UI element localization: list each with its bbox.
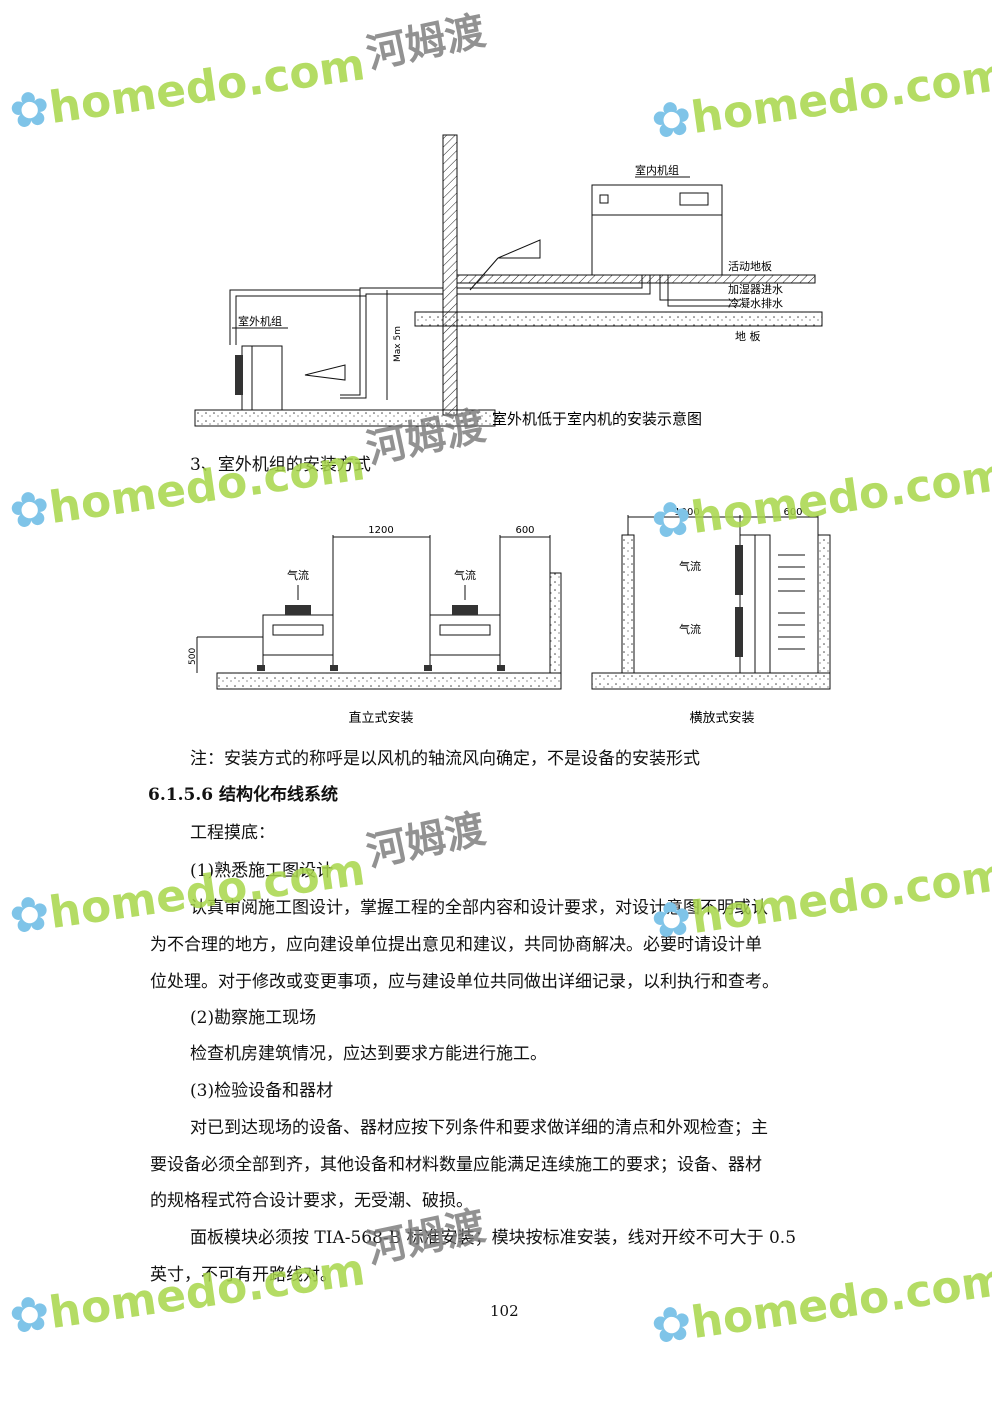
para4-line1: 面板模块必须按 TIA-568-B 标准安装；模块按标准安装，线对开绞不可大于 … [190, 1228, 797, 1248]
condensate-label: 冷凝水排水 [728, 296, 783, 310]
watermark-cn: 河姆渡 [362, 7, 490, 78]
watermark: ✿homedo.com [5, 39, 369, 141]
heading-2: (2)勘察施工现场 [190, 1008, 317, 1028]
para3-line3: 的规格程式符合设计要求，无受潮、破损。 [150, 1191, 473, 1211]
airflow-label-4: 气流 [679, 622, 701, 636]
diagram-horizontal-install: 1000 600 气流 气流 横放式安装 [591, 507, 831, 726]
para1-line3: 位处理。对于修改或变更事项，应与建设单位共同做出详细记录，以利执行和查考。 [150, 972, 779, 992]
para1-line1: 认真审阅施工图设计，掌握工程的全部内容和设计要求，对设计意图不明或认 [190, 898, 768, 918]
watermark: ✿homedo.com [5, 844, 369, 946]
watermark-flower-icon: ✿ [647, 1294, 696, 1356]
outdoor-unit [241, 345, 283, 411]
upright-unit-b [424, 605, 505, 671]
heading-1: (1)熟悉施工图设计 [190, 861, 334, 881]
watermark: ✿homedo.com [5, 1244, 369, 1346]
humidifier-label: 加湿器进水 [728, 283, 783, 296]
diagram-upright-install: 1200 600 500 气流 气流 直立式安装 [188, 525, 562, 726]
watermark-cn: 河姆渡 [362, 805, 490, 876]
watermark: ✿homedo.com [647, 1254, 992, 1356]
heading-3: (3)检验设备和器材 [190, 1081, 334, 1101]
para1-line2: 为不合理的地方，应向建设单位提出意见和建议，共同协商解决。必要时请设计单 [150, 935, 762, 955]
watermark-flower-icon: ✿ [5, 1284, 54, 1346]
watermark-flower-icon: ✿ [5, 479, 54, 541]
watermark-flower-icon: ✿ [5, 79, 54, 141]
watermark-flower-icon: ✿ [5, 884, 54, 946]
note: 注：安装方式的称呼是以风机的轴流风向确定，不是设备的安装形式 [190, 749, 700, 769]
max-height-label: Max 5m [393, 326, 403, 362]
diagram1-caption: 室外机低于室内机的安装示意图 [492, 410, 702, 428]
floor-slab [414, 311, 823, 327]
page-number: 102 [490, 1302, 519, 1320]
section3-title: 3、室外机组的安装方式 [190, 455, 371, 475]
diagram3-caption: 横放式安装 [689, 711, 754, 726]
para4-line2: 英寸，不可有开路线对。 [150, 1265, 337, 1285]
dim-500: 500 [188, 648, 198, 665]
floor-label: 地 板 [735, 329, 761, 343]
indoor-unit-label: 室内机组 [635, 163, 679, 177]
diagram2-caption: 直立式安装 [348, 711, 413, 726]
dim-1200: 1200 [368, 525, 393, 536]
upright-unit-a [257, 605, 338, 671]
airflow-label-2: 气流 [454, 568, 476, 582]
dim-600a: 600 [515, 525, 534, 536]
diagram-outdoor-below-indoor: 室内机组 室外机组 Max 5m 活动地板 加湿器进水 冷凝水排水 地 板 室外… [194, 134, 823, 428]
wall [442, 134, 458, 416]
para3-line2: 要设备必须全部到齐，其他设备和材料数量应能满足连续施工的要求；设备、器材 [150, 1155, 762, 1175]
raised-floor-label: 活动地板 [728, 259, 772, 273]
horizontal-unit [735, 534, 771, 674]
section-heading: 6.1.5.6 结构化布线系统 [148, 785, 338, 805]
dim-1000: 1000 [674, 507, 699, 518]
dim-600b: 600 [783, 507, 802, 518]
airflow-label-1: 气流 [287, 568, 309, 582]
para2: 检查机房建筑情况，应达到要求方能进行施工。 [190, 1044, 547, 1064]
airflow-label-3: 气流 [679, 559, 701, 573]
outdoor-unit-label: 室外机组 [238, 314, 282, 328]
outdoor-base [194, 409, 496, 427]
para3-line1: 对已到达现场的设备、器材应按下列条件和要求做详细的清点和外观检查；主 [190, 1118, 768, 1138]
raised-floor [456, 274, 816, 284]
indoor-unit [591, 184, 723, 276]
para-survey: 工程摸底： [190, 823, 275, 843]
